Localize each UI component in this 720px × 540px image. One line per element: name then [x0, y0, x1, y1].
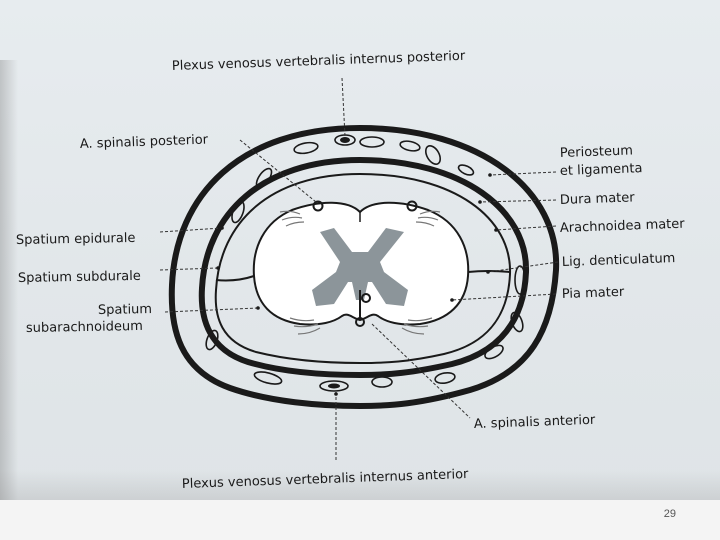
a-spinalis-posterior-left [312, 200, 324, 212]
label-lig-denticulatum: Lig. denticulatum [562, 251, 676, 270]
a-spinalis-anterior-vessel [361, 293, 371, 303]
periosteum-outer-ring [168, 124, 560, 410]
label-periosteum-line2: et ligamenta [560, 161, 643, 179]
posterior-nerve-rootlets [279, 210, 441, 227]
label-pia-mater: Pia mater [562, 285, 625, 302]
plexus-anterior-vein [328, 383, 340, 389]
label-arachnoidea-mater: Arachnoidea mater [560, 217, 686, 236]
label-spatium-epidurale: Spatium epidurale [16, 231, 136, 248]
arachnoidea-mater-ring [214, 172, 512, 365]
grey-matter [312, 228, 408, 306]
spinal-cord-cross-section-diagram: Plexus venosus vertebralis internus post… [16, 49, 686, 492]
anterior-nerve-rootlets [289, 317, 433, 335]
label-plexus-posterior: Plexus venosus vertebralis internus post… [172, 49, 466, 74]
photo-shadow [0, 60, 18, 500]
leader-lines [159, 77, 559, 462]
lig-denticulatum-left [215, 275, 255, 282]
page-number: 29 [663, 508, 676, 520]
label-dura-mater: Dura mater [560, 190, 636, 208]
label-periosteum-line1: Periosteum [560, 143, 634, 161]
label-spatium-subdurale: Spatium subdurale [18, 269, 141, 286]
label-a-spinalis-posterior: A. spinalis posterior [80, 133, 209, 152]
dura-mater-ring [198, 156, 530, 379]
label-a-spinalis-anterior: A. spinalis anterior [474, 413, 597, 432]
plexus-posterior-vein [340, 137, 350, 143]
photo-shadow-bottom [0, 470, 720, 500]
label-spatium-line1: Spatium [98, 302, 152, 318]
a-spinalis-posterior-right [406, 200, 418, 212]
label-spatium-line2: subarachnoideum [26, 319, 143, 336]
label-plexus-anterior: Plexus venosus vertebralis internus ante… [182, 467, 470, 492]
a-spinalis-anterior-vessel-2 [355, 317, 365, 327]
leader-dots [216, 173, 498, 396]
